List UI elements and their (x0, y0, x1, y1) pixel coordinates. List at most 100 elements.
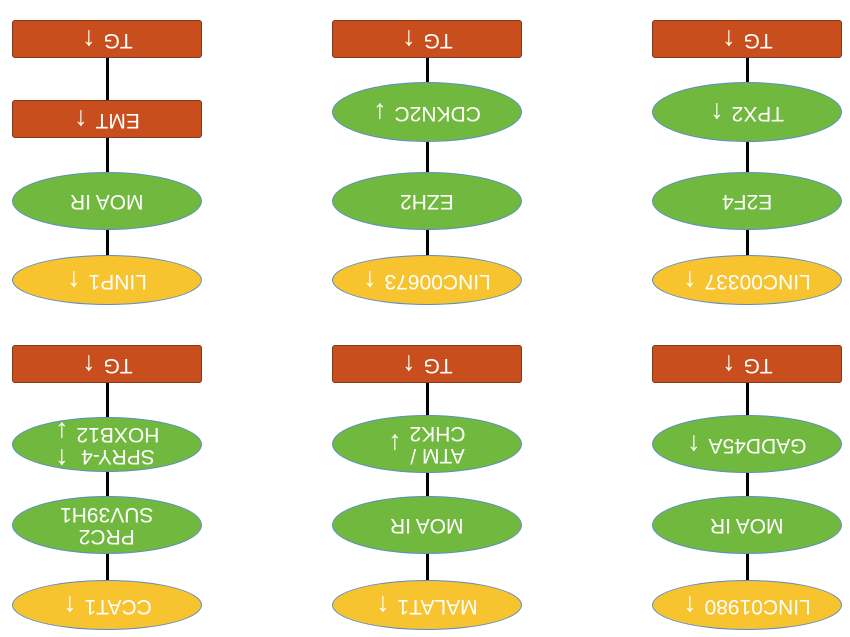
pathway-ellipse: SPRY-4 HOXB12 ↑ ↓ (12, 416, 202, 474)
node-label: GADD45A (708, 433, 807, 457)
node-label: TG (423, 28, 453, 52)
down-arrow-icon: ↑ (376, 590, 390, 621)
down-arrow-icon: ↑ (67, 265, 81, 296)
connector-line (105, 58, 109, 100)
node-content: LINC01980 ↑ (683, 590, 811, 621)
pathway-ellipse: PRC2 SUV39H1 (12, 496, 202, 554)
connector-line (425, 58, 429, 82)
node-content: CDKN2C ↓ (373, 97, 481, 128)
process-box: TG ↑ (332, 345, 522, 383)
connector-line (105, 138, 109, 172)
pathway-ellipse: LINC00337↑ (652, 255, 842, 305)
down-arrow-icon: ↑ (721, 349, 736, 380)
process-box: TG ↑ (332, 20, 522, 58)
connector-line (425, 383, 429, 415)
down-arrow-icon: ↑ (74, 104, 88, 135)
down-arrow-icon: ↑ (401, 24, 416, 55)
connector-line (745, 230, 749, 255)
process-box: TG ↑ (12, 345, 202, 383)
node-label: E2F4 (721, 190, 773, 214)
pathway-ellipse: MOA IR (12, 172, 202, 230)
process-box: TG ↑ (12, 20, 202, 58)
pathway-ellipse: MOA IR (332, 496, 522, 554)
node-content: TG ↑ (721, 349, 773, 380)
connector-line (105, 230, 109, 255)
pathway-ellipse: MOA IR (652, 496, 842, 554)
node-label: CDKN2C (394, 101, 481, 125)
connector-line (105, 383, 109, 417)
process-box: TG ↑ (652, 345, 842, 383)
node-content: TG ↑ (81, 24, 133, 55)
connector-line (425, 554, 429, 580)
node-label: PRC2 SUV39H1 (60, 503, 154, 549)
node-content: MOA IR (70, 190, 144, 214)
node-content: TG ↑ (81, 349, 133, 380)
node-label: MOA IR (70, 190, 144, 214)
connector-line (745, 383, 749, 415)
connector-line (105, 472, 109, 496)
pathway-ellipse: GADD45A ↑ (652, 415, 842, 473)
pathway-ellipse: MALAT1↑ (332, 580, 522, 630)
node-label: SPRY-4 HOXB12 (76, 422, 160, 468)
pathway-ellipse: EZH2 (332, 172, 522, 230)
node-content: EZH2 (400, 190, 454, 213)
up-down-arrow-icon: ↑ ↓ (54, 416, 69, 474)
node-label: MOA IR (390, 514, 464, 538)
node-content: TG ↑ (721, 24, 773, 55)
node-label: TG (743, 353, 773, 377)
node-label: MOA IR (710, 514, 784, 538)
pathway-ellipse: LINP1 ↑ (12, 255, 202, 305)
connector-line (745, 473, 749, 496)
node-label: LINC00673 (384, 269, 491, 293)
node-content: MALAT1↑ (376, 590, 478, 621)
node-label: EMT (95, 108, 140, 132)
pathway-ellipse: LINC01980 ↑ (652, 580, 842, 630)
node-content: MOA IR (390, 514, 464, 538)
node-content: LINC00673 ↑ (363, 265, 491, 296)
down-arrow-icon: ↑ (81, 24, 96, 55)
pathway-ellipse: E2F4 (652, 172, 842, 230)
node-label: TG (743, 28, 773, 52)
node-label: TPX2 (731, 101, 785, 125)
node-label: TG (423, 353, 453, 377)
process-box: TG ↑ (652, 20, 842, 58)
connector-line (425, 142, 429, 172)
pathway-ellipse: ATM / CHK2↓ (332, 415, 522, 473)
node-label: TG (103, 353, 133, 377)
node-label: ATM / CHK2 (409, 422, 466, 468)
down-arrow-icon: ↑ (721, 24, 736, 55)
connector-line (745, 142, 749, 172)
up-arrow-icon: ↓ (388, 429, 402, 460)
connector-line (745, 58, 749, 82)
connector-line (105, 554, 109, 580)
down-arrow-icon: ↑ (683, 590, 697, 621)
node-content: E2F4 (721, 190, 773, 214)
node-label: CCAT1 (84, 594, 152, 618)
down-arrow-icon: ↑ (363, 265, 377, 296)
node-label: LINC01980 (704, 594, 811, 618)
pathway-ellipse: TPX2 ↑ (652, 82, 842, 142)
node-content: GADD45A ↑ (687, 429, 807, 460)
down-arrow-icon: ↑ (401, 349, 416, 380)
node-content: LINC00337↑ (683, 265, 811, 296)
down-arrow-icon: ↑ (81, 349, 96, 380)
connector-line (425, 473, 429, 496)
pathway-ellipse: LINC00673 ↑ (332, 255, 522, 305)
pathway-ellipse: CCAT1 ↑ (12, 580, 202, 630)
down-arrow-icon: ↑ (62, 590, 77, 621)
connector-line (745, 554, 749, 580)
down-arrow-icon: ↑ (683, 265, 697, 296)
down-arrow-icon: ↑ (687, 429, 701, 460)
node-content: SPRY-4 HOXB12 ↑ ↓ (54, 416, 160, 474)
pathway-ellipse: CDKN2C ↓ (332, 82, 522, 142)
down-arrow-icon: ↑ (709, 97, 724, 128)
node-content: PRC2 SUV39H1 (60, 503, 154, 549)
node-content: TG ↑ (401, 349, 453, 380)
node-label: TG (103, 28, 133, 52)
node-content: TPX2 ↑ (709, 97, 785, 128)
node-content: LINP1 ↑ (67, 265, 147, 296)
up-arrow-icon: ↓ (373, 97, 387, 128)
node-label: LINP1 (88, 269, 147, 293)
node-content: EMT ↑ (74, 104, 140, 135)
